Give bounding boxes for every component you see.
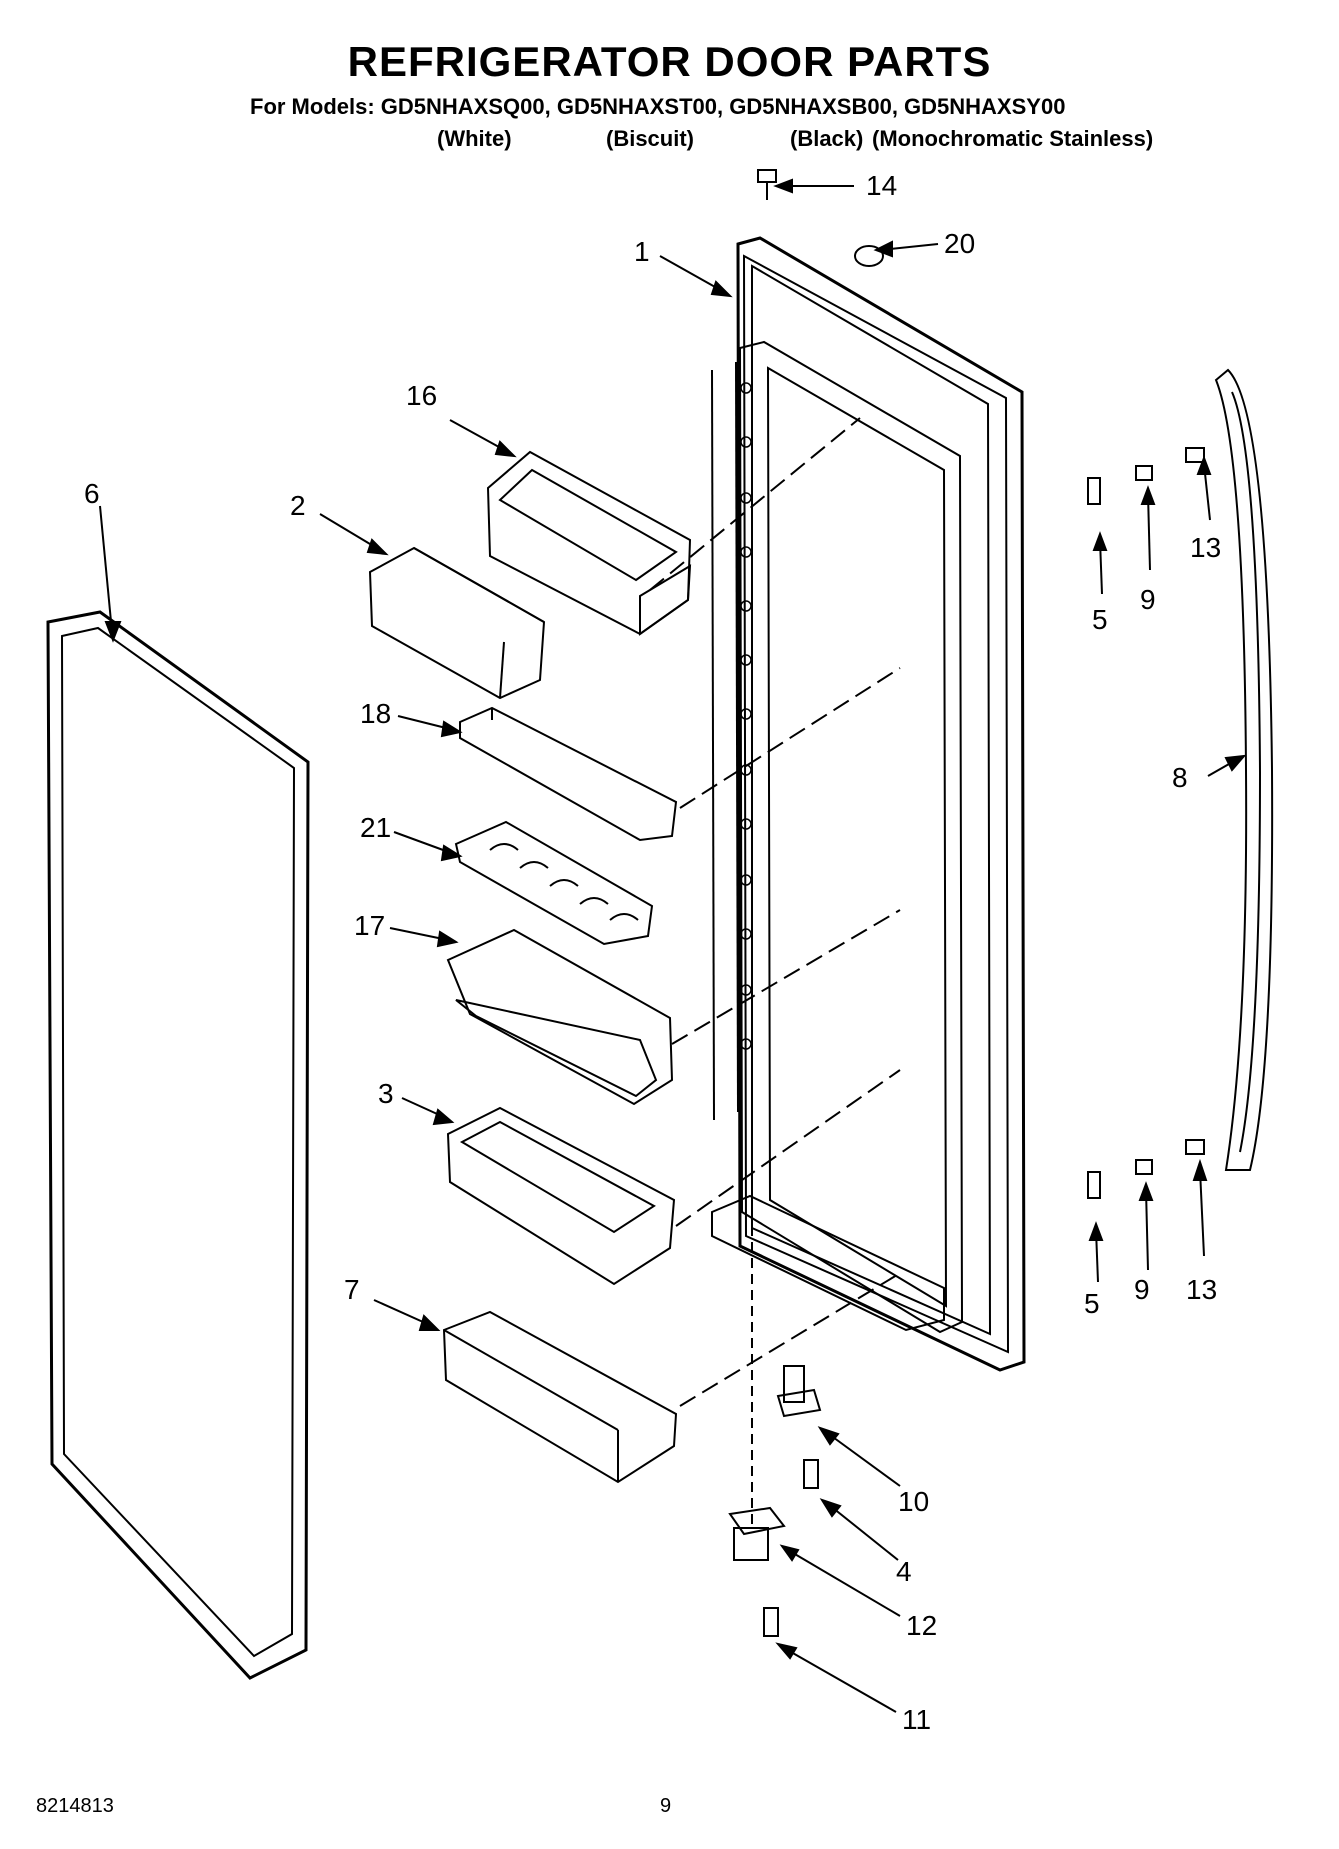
- door-frame: [649, 236, 1026, 1407]
- screws: [757, 169, 1205, 1637]
- callout-label: 13: [1190, 532, 1222, 563]
- door-handle: [1214, 368, 1274, 1171]
- color-white: (White): [437, 126, 512, 151]
- callout-label: 11: [902, 1704, 932, 1735]
- page-title: REFRIGERATOR DOOR PARTS: [347, 38, 992, 85]
- callout-label: 5: [1092, 604, 1108, 635]
- doc-number: 8214813: [36, 1795, 114, 1817]
- door-bin-17: [446, 928, 674, 1106]
- callout-label: 10: [898, 1486, 930, 1517]
- callout-label: 5: [1084, 1288, 1100, 1319]
- color-biscuit: (Biscuit): [606, 126, 694, 151]
- callout-label: 7: [344, 1274, 360, 1305]
- callout-label: 18: [360, 698, 392, 729]
- callout-label: 14: [866, 170, 898, 201]
- callout-label: 1: [634, 236, 650, 267]
- hinge-10: [776, 1365, 822, 1418]
- callout-label: 17: [354, 910, 386, 941]
- hinge-12: [728, 1506, 786, 1561]
- callout-label: 2: [290, 490, 306, 521]
- models-line: For Models: GD5NHAXSQ00, GD5NHAXST00, GD…: [250, 94, 1066, 119]
- callout-label: 9: [1134, 1274, 1150, 1305]
- dairy-compartment: [486, 450, 692, 636]
- rail-detents: [740, 382, 752, 1050]
- callout-label: 9: [1140, 584, 1156, 615]
- color-stainless: (Monochromatic Stainless): [872, 126, 1154, 151]
- callout-label: 8: [1172, 762, 1188, 793]
- door-shelf-18: [459, 706, 678, 842]
- egg-tray: [454, 820, 654, 946]
- callout-label: 20: [944, 228, 976, 259]
- door-gasket: [46, 610, 310, 1680]
- door-bin-3: [446, 1106, 676, 1286]
- page-number: 9: [660, 1795, 672, 1817]
- callout-label: 21: [360, 812, 392, 843]
- callout-label: 3: [378, 1078, 394, 1109]
- callout-label: 16: [406, 380, 438, 411]
- callout-label: 6: [84, 478, 100, 509]
- callout-label: 12: [906, 1610, 938, 1641]
- callout-leaders: [99, 178, 1247, 1713]
- color-black: (Black): [790, 126, 864, 151]
- door-bin-7: [442, 1310, 678, 1484]
- callout-label: 4: [896, 1556, 912, 1587]
- dairy-door: [368, 546, 546, 700]
- callout-label: 13: [1186, 1274, 1218, 1305]
